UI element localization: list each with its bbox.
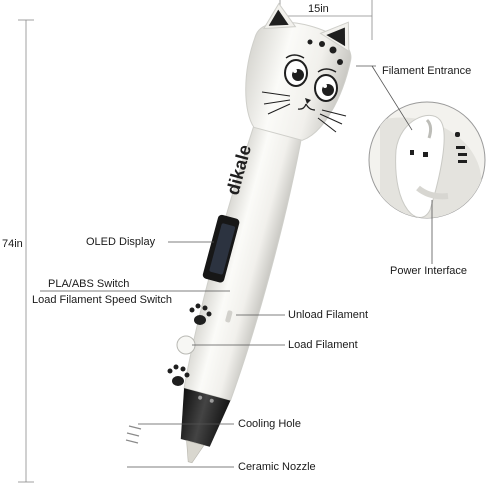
callout-lines — [40, 65, 433, 468]
pla-abs-switch — [225, 310, 233, 323]
label-power-interface: Power Interface — [390, 265, 468, 277]
width-dimension-label: 15in — [308, 3, 329, 15]
label-oled-display: OLED Display — [86, 236, 156, 248]
label-ceramic-nozzle: Ceramic Nozzle — [238, 461, 316, 473]
oled-display — [202, 214, 240, 283]
label-load-filament: Load Filament — [288, 339, 358, 351]
label-load-speed-switch: Load Filament Speed Switch — [32, 294, 173, 306]
magnifier-circle-icon — [368, 101, 486, 219]
label-cooling-hole: Cooling Hole — [238, 418, 301, 430]
paw-print-icon — [167, 364, 190, 386]
label-pla-abs-switch: PLA/ABS Switch — [48, 278, 130, 290]
label-unload-filament: Unload Filament — [288, 309, 369, 321]
cooling-hole — [125, 425, 142, 444]
label-filament-entrance: Filament Entrance — [382, 65, 472, 77]
pen-body — [180, 2, 352, 464]
length-dimension-label: 74in — [2, 238, 23, 250]
cat-head-icon — [261, 39, 347, 133]
dimension-lines — [18, 0, 373, 483]
paw-print-icon — [189, 303, 212, 325]
